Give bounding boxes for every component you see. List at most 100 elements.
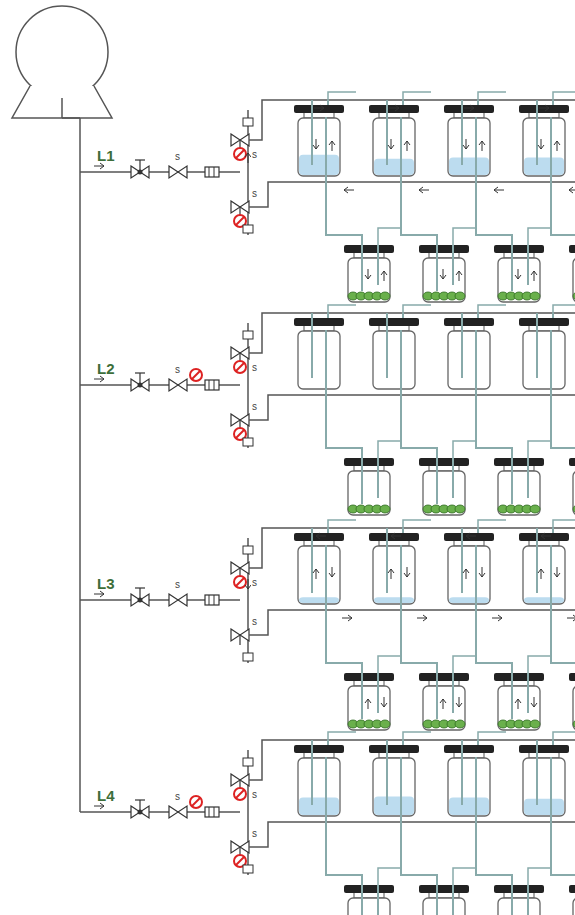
transfer-tube [475, 117, 477, 182]
flow-arrow [539, 105, 549, 111]
valve-stem [135, 799, 145, 800]
manifold [247, 538, 249, 663]
filter [209, 595, 210, 605]
bottle-cap [419, 245, 469, 253]
vent-tube [377, 245, 379, 285]
flow-arrow [463, 569, 469, 579]
pipe [249, 822, 575, 847]
vent-tube [452, 458, 454, 498]
flow-arrow [316, 533, 326, 539]
flow-arrow [554, 567, 560, 577]
solenoid-mark: s [251, 617, 258, 627]
vent-tube [527, 458, 529, 498]
tube [478, 305, 506, 318]
line-label: L3 [97, 576, 115, 591]
valve-stem [135, 159, 145, 160]
closed-sign [234, 148, 246, 160]
culture-bottle [573, 686, 575, 730]
tube [378, 441, 400, 458]
vent-tube [452, 245, 454, 285]
closed-sign [236, 857, 244, 865]
tube [328, 92, 356, 105]
flow-arrow [381, 271, 387, 281]
closed-sign [236, 430, 244, 438]
valve-stem [135, 587, 145, 588]
feed-tube [476, 182, 512, 291]
flow-arrow [365, 269, 371, 279]
filter [205, 167, 219, 177]
feed-tube [326, 182, 362, 291]
tube [378, 228, 400, 245]
flow-arrow [94, 803, 104, 809]
flow-arrow [569, 187, 575, 193]
liquid [374, 597, 414, 603]
valve-stem [138, 383, 143, 388]
pipe [249, 182, 575, 207]
vent-tube [527, 885, 529, 915]
liquid [374, 796, 414, 815]
closed-sign [236, 217, 244, 225]
feed-tube [476, 822, 512, 915]
closed-sign [236, 790, 244, 798]
tube [528, 868, 550, 885]
flow-arrow [479, 567, 485, 577]
plant-tissue [455, 292, 465, 300]
tube [453, 656, 475, 673]
bottle-cap [569, 885, 575, 893]
culture-bottle [348, 898, 390, 915]
filter [214, 380, 215, 390]
dip-tube [461, 313, 463, 378]
reservoir-bottle [373, 331, 415, 389]
vent-tube [452, 885, 454, 915]
tube [453, 441, 475, 458]
plant-tissue [530, 505, 540, 513]
reservoir-bottle [448, 331, 490, 389]
filter [214, 595, 215, 605]
liquid [449, 798, 489, 815]
liquid [299, 798, 339, 815]
tube [528, 228, 550, 245]
flow-arrow [365, 699, 371, 709]
reservoir-bottle [298, 758, 340, 816]
liquid [299, 155, 339, 175]
transfer-tube [325, 757, 327, 822]
flow-arrow [388, 569, 394, 579]
valve-stem [138, 170, 143, 175]
dip-tube [536, 100, 538, 165]
culture-bottle [498, 898, 540, 915]
plant-tissue [380, 720, 390, 728]
bottle-cap [419, 885, 469, 893]
culture-bottle [423, 258, 465, 302]
flow-arrow [440, 699, 446, 709]
bottle-cap [344, 458, 394, 466]
flow-arrow [541, 533, 551, 539]
transfer-tube [325, 545, 327, 610]
reservoir-bottle [373, 118, 415, 176]
solenoid-mark: s [251, 363, 258, 373]
supply-pipe [62, 117, 80, 119]
filter [205, 380, 219, 390]
plant-tissue [530, 292, 540, 300]
flow-arrow [94, 163, 104, 169]
three-way-valve [239, 635, 240, 645]
feed-tube [551, 182, 575, 291]
tank-stand [12, 86, 112, 118]
line-label: L2 [97, 361, 115, 376]
tube [453, 868, 475, 885]
flow-arrow [515, 269, 521, 279]
flow-arrow [94, 376, 104, 382]
flow-arrow [381, 697, 387, 707]
feed-tube [401, 822, 437, 915]
bottle-cap [419, 458, 469, 466]
bottle-cap [519, 105, 569, 113]
vent-tube [527, 673, 529, 713]
dip-tube [536, 528, 538, 593]
flow-arrow [389, 105, 399, 111]
vent-filter [243, 865, 253, 873]
flow-arrow [404, 567, 410, 577]
tube [478, 520, 506, 533]
plant-tissue [455, 720, 465, 728]
bottle-cap [444, 745, 494, 753]
transfer-tube [400, 757, 402, 822]
